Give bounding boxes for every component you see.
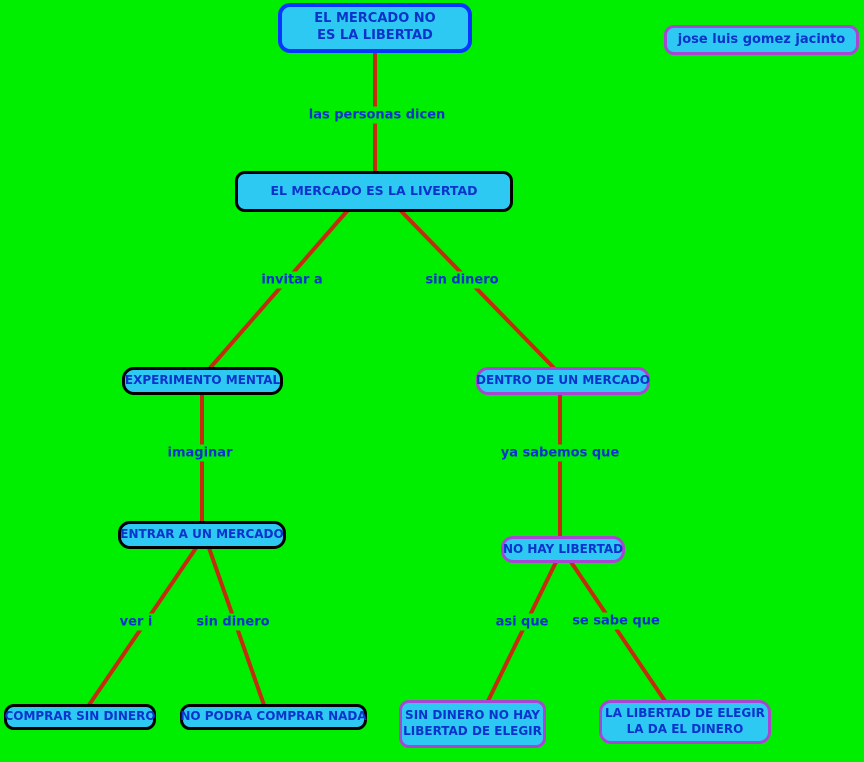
concept-node-comprar-sin-dinero[interactable]: COMPRAR SIN DINERO <box>4 704 156 730</box>
concept-node-dentro-de-un-mercado[interactable]: DENTRO DE UN MERCADO <box>476 367 650 395</box>
edge-label-2[interactable]: sin dinero <box>421 271 503 289</box>
concept-node-no-podra-comprar-nada[interactable]: NO PODRA COMPRAR NADA <box>180 704 367 730</box>
edge-label-8[interactable]: se sabe que <box>568 612 664 630</box>
concept-node-label: EL MERCADO ES LA LIVERTAD <box>270 183 478 199</box>
concept-node-label: NO PODRA COMPRAR NADA <box>180 709 367 724</box>
edge-label-1[interactable]: invitar a <box>257 271 327 289</box>
connector-line-7 <box>486 561 558 702</box>
concept-node-el-mercado-es-la-livertad[interactable]: EL MERCADO ES LA LIVERTAD <box>235 171 513 212</box>
concept-node-label: DENTRO DE UN MERCADO <box>476 373 650 388</box>
concept-node-label: ENTRAR A UN MERCADO <box>120 527 284 542</box>
concept-node-no-hay-libertad[interactable]: NO HAY LIBERTAD <box>501 536 625 563</box>
connector-line-8 <box>569 560 669 706</box>
concept-node-label: jose luis gomez jacinto <box>677 31 846 47</box>
edge-label-3[interactable]: imaginar <box>163 444 237 462</box>
connector-line-2 <box>398 208 556 370</box>
edge-label-5[interactable]: ver i <box>115 613 157 631</box>
concept-node-label: NO HAY LIBERTAD <box>502 541 624 556</box>
concept-node-experimento-mental[interactable]: EXPERIMENTO MENTAL <box>122 367 283 395</box>
concept-node-author[interactable]: jose luis gomez jacinto <box>664 25 859 55</box>
concept-node-label: EXPERIMENTO MENTAL <box>124 373 281 388</box>
edge-label-6[interactable]: sin dinero <box>192 613 274 631</box>
connector-line-1 <box>208 208 350 370</box>
concept-node-entrar-a-un-mercado[interactable]: ENTRAR A UN MERCADO <box>118 521 286 549</box>
edge-label-4[interactable]: ya sabemos que <box>496 444 624 462</box>
edge-label-7[interactable]: asi que <box>491 613 553 631</box>
concept-node-label: COMPRAR SIN DINERO <box>4 709 156 724</box>
edge-label-0[interactable]: las personas dicen <box>304 106 450 124</box>
